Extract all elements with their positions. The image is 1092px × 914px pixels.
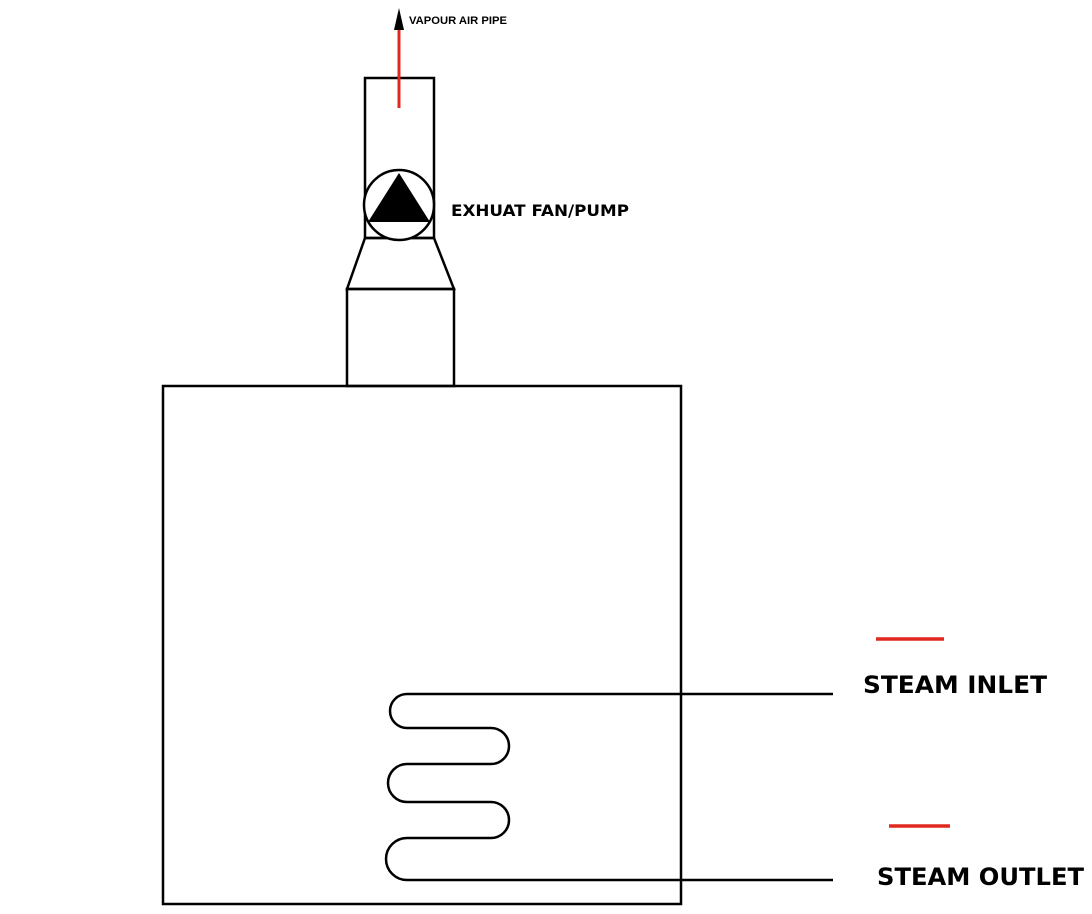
arrow-up-icon	[394, 8, 404, 30]
fan-triangle-icon	[368, 173, 430, 222]
steam-outlet-label: STEAM OUTLET	[877, 863, 1085, 891]
steam-inlet-label: STEAM INLET	[863, 671, 1048, 699]
steam-coil	[384, 692, 833, 882]
exhaust-fan-label: EXHUAT FAN/PUMP	[451, 201, 629, 220]
lower-neck	[345, 287, 456, 388]
vapour-air-pipe-label: VAPOUR AIR PIPE	[409, 15, 507, 27]
tank-body	[161, 384, 683, 906]
reducer-funnel	[345, 236, 456, 291]
